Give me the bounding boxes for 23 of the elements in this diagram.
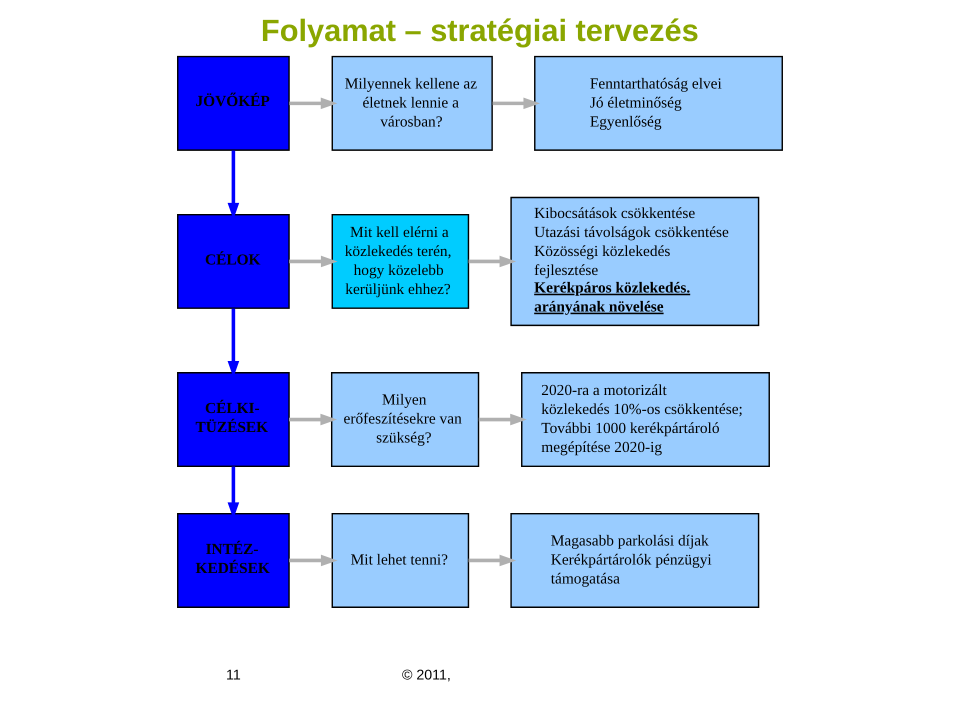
node-box: INTÉZ- KEDÉSEK bbox=[177, 512, 290, 608]
node-box: Fenntarthatóság elvei Jó életminőség Egyenlőség bbox=[534, 56, 783, 151]
node-box: CÉLKI- TÜZÉSEK bbox=[177, 372, 290, 468]
arrow bbox=[289, 256, 338, 268]
arrow bbox=[289, 98, 338, 110]
node-box: Milyennek kellene az életnek lennie a városban? bbox=[332, 56, 493, 151]
arrow bbox=[468, 256, 516, 268]
label: © 2011, bbox=[402, 668, 451, 684]
node-box: Mit kell elérni a közlekedés terén, hogy közelebb kerüljünk ehhez? bbox=[332, 214, 470, 309]
diagram-title: Folyamat – stratégiai tervezés bbox=[260, 12, 699, 48]
arrow bbox=[492, 98, 540, 110]
arrow bbox=[468, 554, 516, 566]
node-box: JÖVŐKÉP bbox=[177, 56, 290, 151]
arrow bbox=[289, 554, 338, 566]
node-box: CÉLOK bbox=[177, 214, 290, 309]
label: 11 bbox=[226, 668, 241, 684]
node-box: Magasabb parkolási díjak Kerékpártárolók pénzügyi támogatása bbox=[510, 512, 760, 608]
node-box: Mit lehet tenni? bbox=[332, 512, 470, 608]
node-box: Kibocsátások csökkentése Utazási távolságok csökkentése Közösségi közlekedés fejlesztése Kerékpáros közlekedés. arányának növelése bbox=[510, 196, 760, 326]
node-box: 2020-ra a motorizált közlekedés 10%-os csökkentése; További 1000 kerékpártároló megépítése 2020-ig bbox=[521, 372, 770, 468]
arrow bbox=[289, 414, 338, 426]
node-box: Milyen erőfeszítésekre van szükség? bbox=[330, 372, 480, 468]
arrow bbox=[478, 414, 527, 426]
